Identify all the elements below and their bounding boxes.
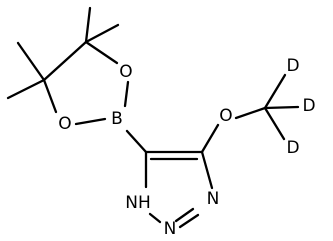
atom-oxygen-ring-lower: O [58,114,71,134]
triazole-ring [125,129,214,229]
bond-c4t-o-methoxy [200,123,220,154]
bond-c5-methyl-bottom [6,78,46,100]
atom-boron: B [111,109,123,129]
pinacol-ring [42,40,130,126]
bond-b-o2 [74,117,107,126]
atom-nitrogen-bottom: N [164,219,177,239]
methoxy-d3-group [200,73,300,154]
bond-c4-methyl-top [84,6,92,44]
bond-b-c-triazole [125,129,148,154]
bond-n2-n1 [148,212,162,224]
atom-deuterium-bottom: D [286,138,299,158]
bond-c4t-n3 [200,150,214,190]
atom-nh: NH [125,193,151,213]
bond-o2-c5 [42,78,58,114]
atom-oxygen-ring-upper: O [119,62,132,82]
atom-oxygen-methoxy: O [219,106,232,126]
atom-nitrogen-right: N [207,189,220,209]
bond-c5-methyl-left [16,41,46,82]
bond-c4-c5 [42,40,88,82]
bond-n3-n2 [178,213,200,229]
atom-deuterium-top: D [286,56,299,76]
bond-c4-o1 [84,40,119,65]
bond-cd3-d-right [263,105,300,110]
bond-o1-b [123,80,130,108]
atom-deuterium-right: D [302,96,315,116]
bond-c4-methyl-right [84,23,120,44]
bond-cd3-d-top [263,73,287,110]
methyl-groups [6,6,120,100]
bond-cd3-d-bottom [263,106,286,141]
bond-n3-n2-double [174,207,195,223]
bond-o-methoxy-cd3 [234,106,267,120]
atom-labels: O O B O D D D NH N N [58,56,315,239]
